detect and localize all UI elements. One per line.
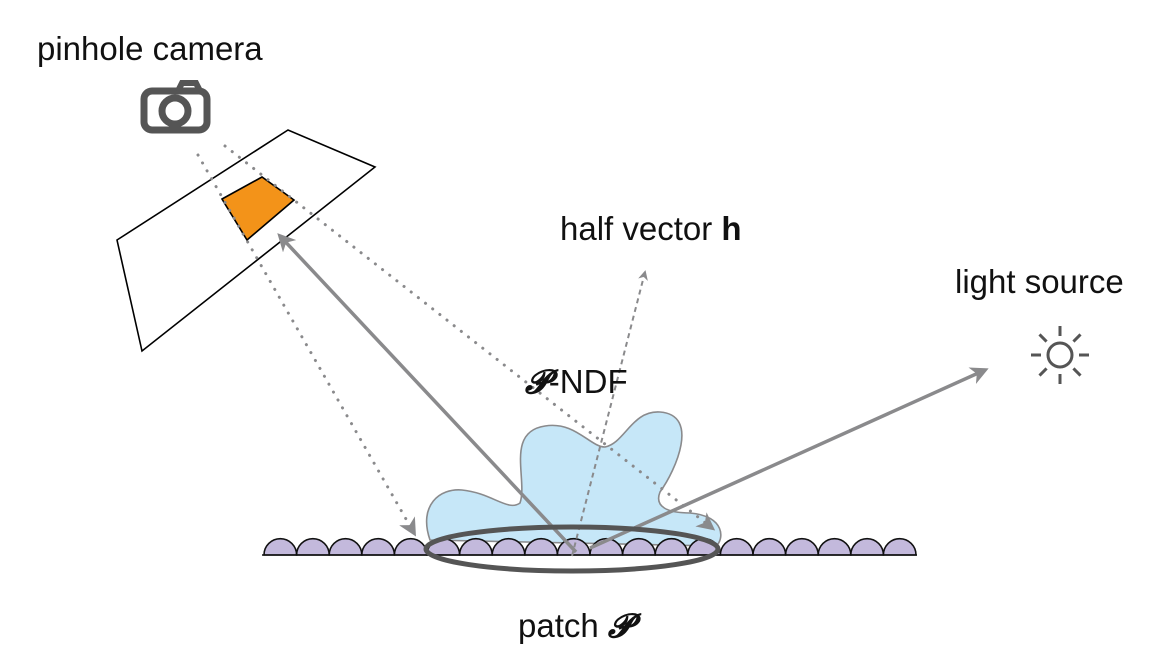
half-vector-arrow [571,270,648,557]
view-direction-arrow [277,233,578,554]
image-plane [116,129,377,353]
label-pinhole-camera: pinhole camera [37,30,263,67]
light-direction-arrow [589,367,989,550]
microfacet-bump [360,537,396,556]
microfacet-bump [328,537,363,556]
microfacet-bump [654,537,689,556]
microfacet-bump [719,537,754,556]
microfacet-bump [849,537,885,556]
half-vector-symbol: h [721,210,741,247]
sun-ray [1038,367,1048,377]
camera-icon [140,80,211,134]
camera-ray-left [196,153,416,537]
label-light-source: light source [955,263,1124,300]
sun-ray [1038,333,1048,343]
microfacet-bump [882,537,917,556]
sun-ray [1072,333,1082,343]
microfacet-surface [263,537,917,556]
microfacet-bump [784,537,820,556]
microfacet-bump [752,537,787,556]
sun-icon [1031,326,1089,384]
label-p-ndf: 𝓟-NDF [525,363,628,400]
microfacet-bump [817,537,852,556]
microfacet-bump [621,537,657,556]
patch-ellipse [423,524,721,574]
microfacet-bump [295,537,331,556]
sun-ray [1072,367,1082,377]
camera-ray-right [223,144,716,531]
microfacet-bump [458,537,494,556]
microfacet-bump [263,537,298,556]
microfacet-bump [491,537,526,556]
label-patch: patch 𝓟 [518,607,642,644]
microfacet-bump [393,537,428,556]
label-half-vector: half vector h [560,210,742,247]
microfacet-bump [523,537,559,556]
